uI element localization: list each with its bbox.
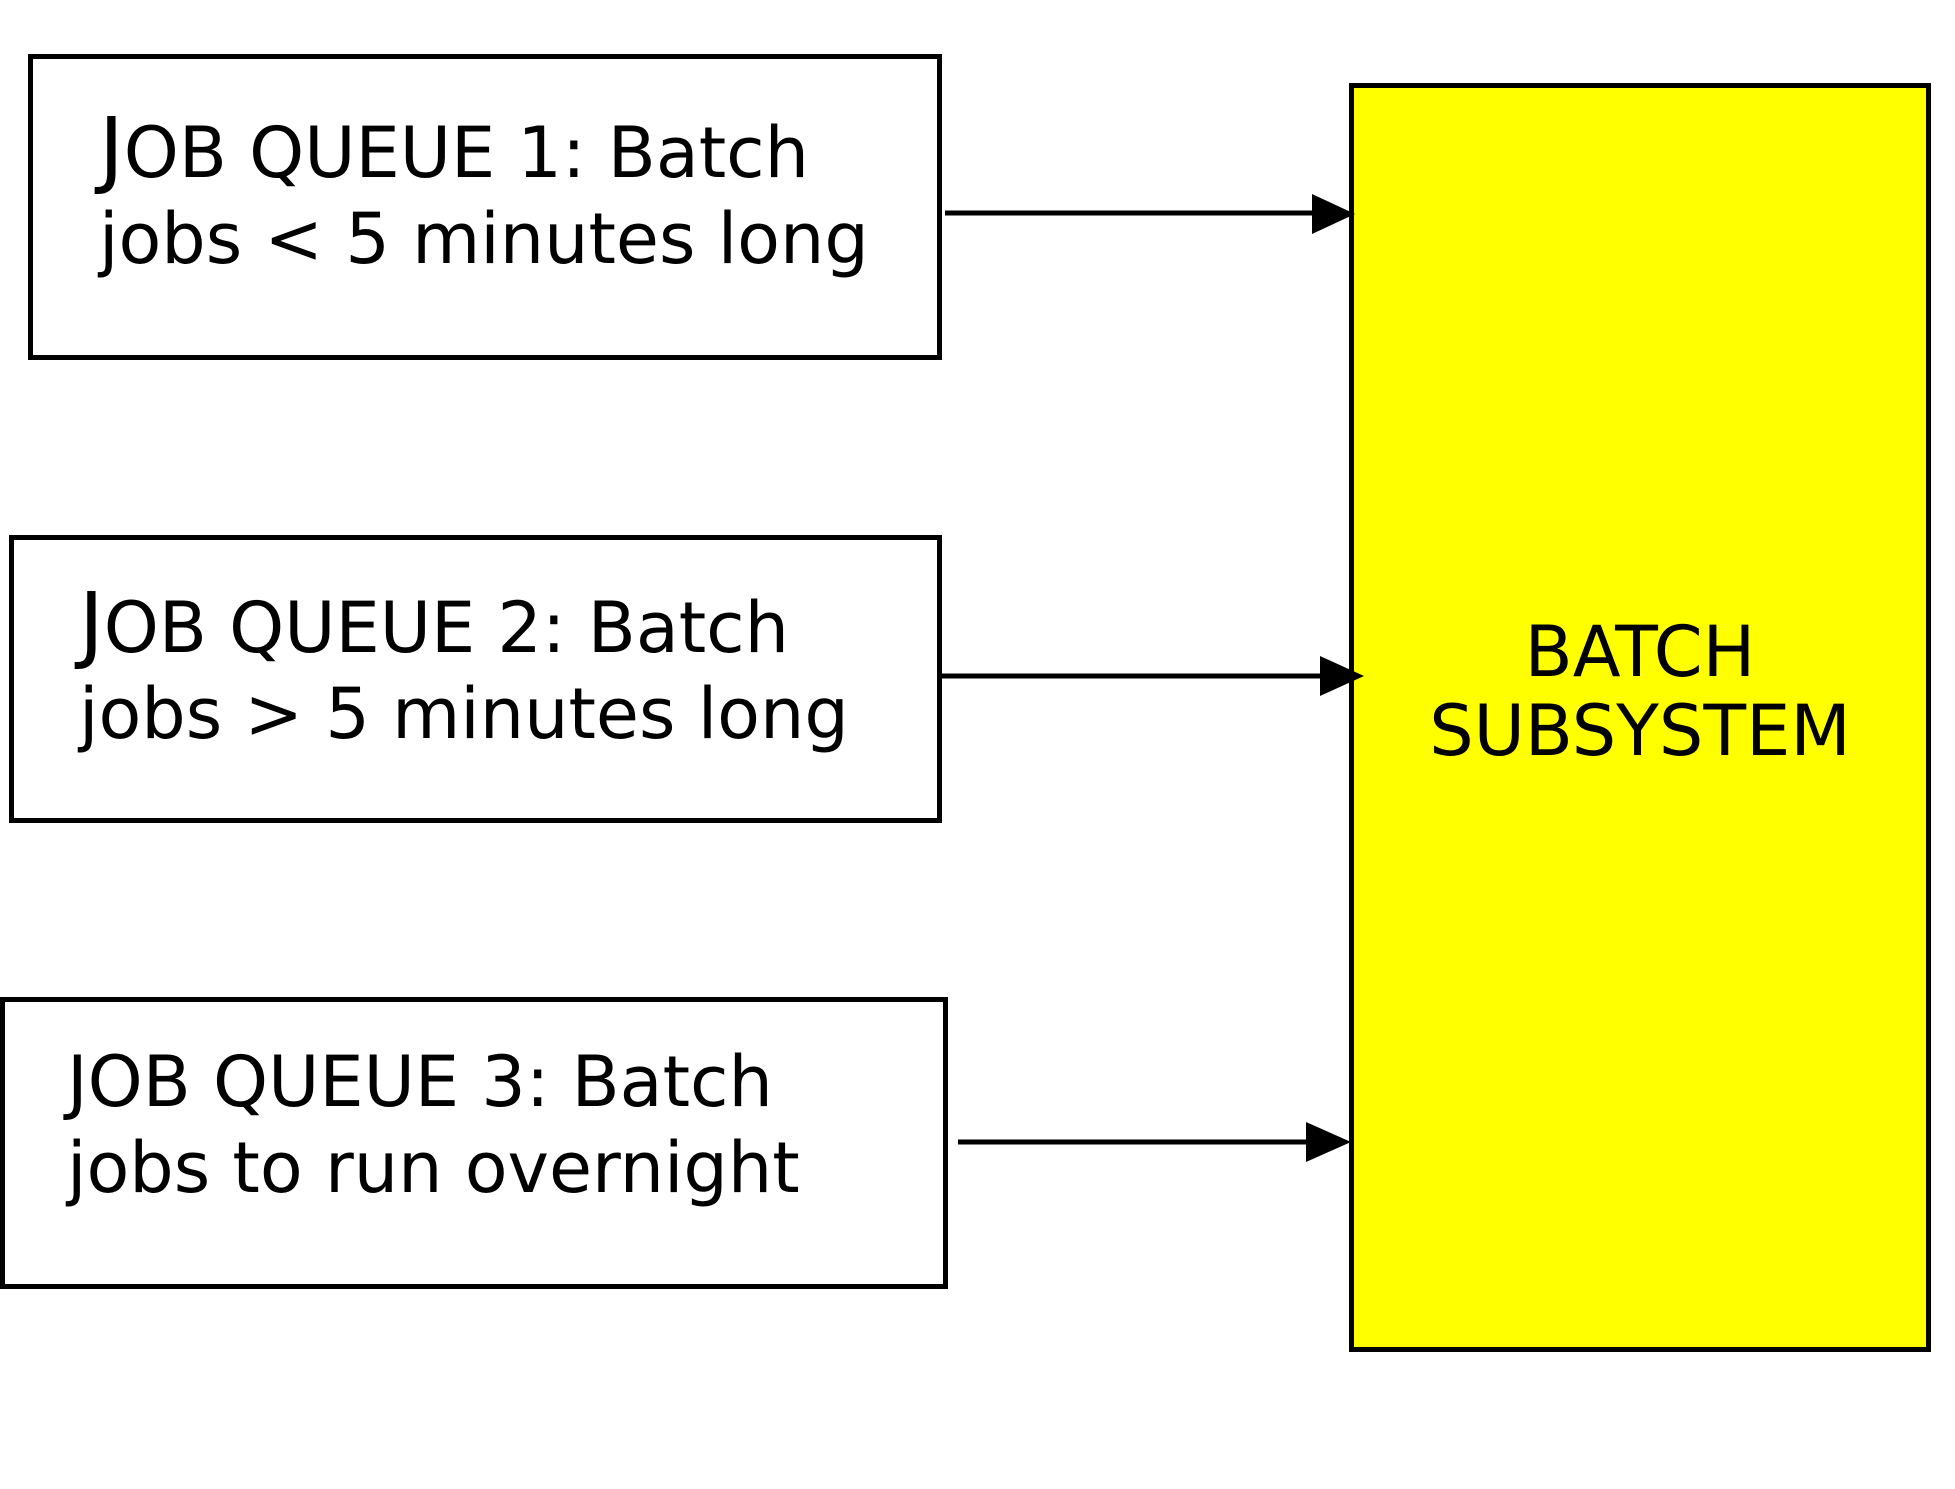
job-queue-3-label: JOB QUEUE 3: Batch jobs to run overnight <box>5 1039 943 1211</box>
arrow-queue-1-to-subsystem <box>945 194 1355 234</box>
arrow-queue-3-to-subsystem <box>958 1122 1351 1162</box>
job-queue-1-label: JOB QUEUE 1: Batch jobs < 5 minutes long <box>33 105 937 282</box>
job-queue-1-description: jobs < 5 minutes long <box>99 198 869 280</box>
job-queue-1-title: JOB QUEUE 1: Batch <box>99 105 937 196</box>
job-queue-1-title-rest: OB QUEUE 1: Batch <box>123 112 810 194</box>
job-queue-2-initial: J <box>79 574 104 672</box>
job-queue-3-description: jobs to run overnight <box>67 1127 800 1209</box>
batch-subsystem-box: BATCH SUBSYSTEM <box>1349 83 1931 1352</box>
job-queue-2-description: jobs > 5 minutes long <box>79 673 849 755</box>
job-queue-3-box: JOB QUEUE 3: Batch jobs to run overnight <box>0 997 948 1289</box>
job-queue-1-box: JOB QUEUE 1: Batch jobs < 5 minutes long <box>28 54 942 360</box>
batch-subsystem-label: BATCH SUBSYSTEM <box>1354 613 1926 771</box>
arrow-queue-2-to-subsystem <box>942 656 1364 696</box>
job-queue-2-box: JOB QUEUE 2: Batch jobs > 5 minutes long <box>9 535 942 823</box>
batch-subsystem-label-line2: SUBSYSTEM <box>1429 690 1851 772</box>
batch-subsystem-label-line1: BATCH <box>1524 611 1756 693</box>
job-queue-2-title-rest: OB QUEUE 2: Batch <box>103 587 790 669</box>
job-queue-3-title: JOB QUEUE 3: Batch <box>67 1041 773 1123</box>
job-queue-2-label: JOB QUEUE 2: Batch jobs > 5 minutes long <box>14 580 937 757</box>
job-queue-2-title: JOB QUEUE 2: Batch <box>79 580 937 671</box>
job-queue-1-initial: J <box>99 99 124 197</box>
